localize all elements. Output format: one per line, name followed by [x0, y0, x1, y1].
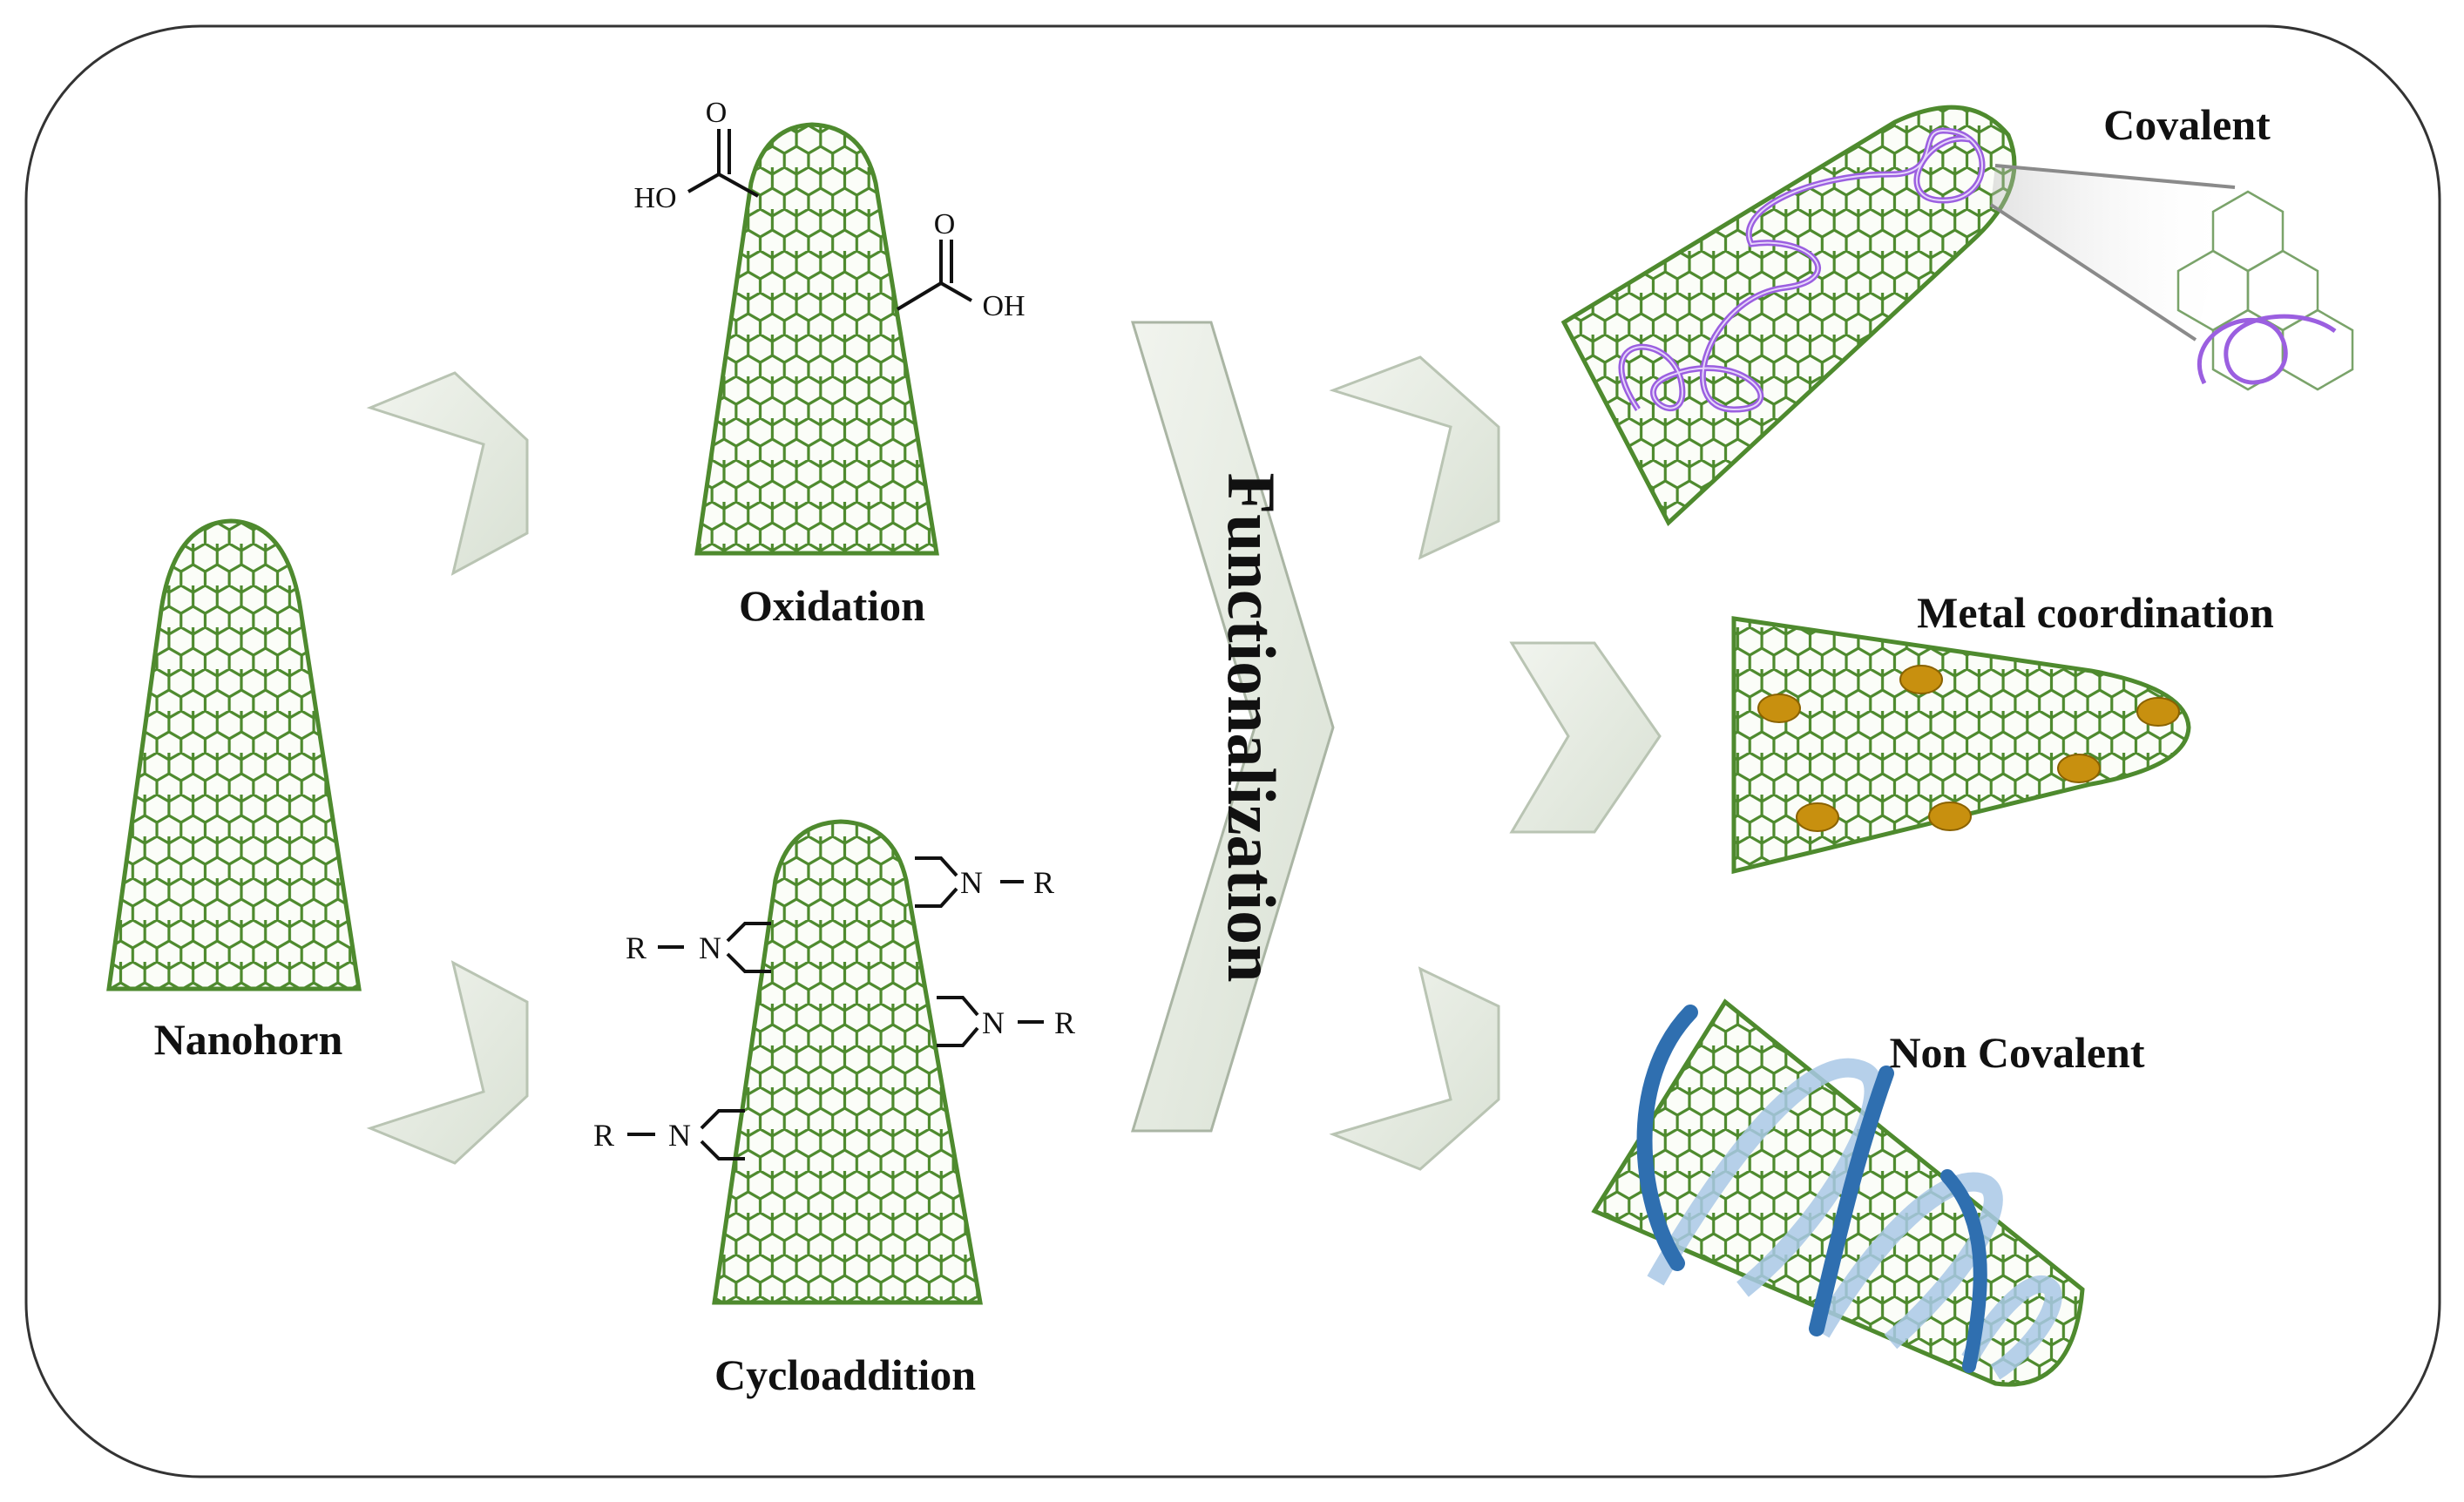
cycloaddition-cone [712, 819, 983, 1305]
metal-coordination-cone [1731, 616, 2191, 875]
pyrrolidine-group-2 [658, 922, 771, 973]
pyrrolidine-4-R: R [593, 1118, 614, 1153]
chevron-arrow-bottom-right [1329, 966, 1500, 1171]
non-covalent-bands [1636, 1005, 2062, 1380]
pyrrolidine-group-3 [937, 996, 1044, 1047]
covalent-zoom-line-1 [1994, 164, 2236, 189]
pyrrolidine-2-N: N [699, 930, 721, 965]
label-oxidation: Oxidation [739, 581, 925, 630]
pyrrolidine-group-1 [915, 856, 1024, 908]
label-metal-coordination: Metal coordination [1917, 588, 2274, 637]
label-non-covalent: Non Covalent [1889, 1028, 2144, 1077]
metal-ion [1928, 802, 1972, 831]
pyrrolidine-3-N: N [982, 1005, 1005, 1040]
oxidation-cone [694, 122, 939, 556]
label-nanohorn: Nanohorn [154, 1015, 343, 1064]
wrap-band-light [1961, 1275, 2062, 1380]
carboxyl-group-2 [896, 240, 972, 311]
covalent-zoom-line-2 [1989, 203, 2197, 342]
covalent-cone [1560, 105, 2017, 527]
nanohorn-cone [106, 518, 362, 991]
pyrrolidine-1-R: R [1033, 865, 1054, 900]
covalent-hexagon-cluster [2176, 190, 2354, 391]
chevron-arrow-top-right [1329, 355, 1500, 560]
carboxyl-2-OH: OH [982, 290, 1025, 322]
chevron-arrow-middle-right [1509, 641, 1662, 834]
pyrrolidine-3-R: R [1054, 1005, 1075, 1040]
metal-ion [2057, 754, 2101, 783]
metal-ion [1757, 693, 1801, 723]
wrap-band-light [1647, 1058, 1884, 1297]
functionalization-chevron [1130, 321, 1335, 1133]
metal-ion [1899, 665, 1943, 694]
chevron-arrow-bottom-left [366, 960, 529, 1165]
metal-ion [1796, 802, 1839, 832]
metal-ions [1757, 665, 2180, 832]
pyrrolidine-group-4 [627, 1109, 745, 1160]
label-cycloaddition: Cycloaddition [714, 1350, 976, 1399]
label-covalent: Covalent [2103, 100, 2271, 149]
carboxyl-group-1 [687, 129, 759, 198]
pyrrolidine-2-R: R [626, 930, 646, 965]
carboxyl-1-HO: HO [633, 182, 676, 214]
covalent-polymer-chain-outline [1620, 129, 1983, 411]
carboxyl-2-O: O [934, 208, 956, 240]
chevron-arrow-top-left [366, 371, 529, 576]
wrap-band-light [1812, 1172, 2003, 1350]
carboxyl-1-O: O [706, 97, 728, 129]
wrap-band-dark [1809, 1066, 1894, 1336]
wrap-band-dark [1636, 1005, 1698, 1271]
label-functionalization: Functionalization [1214, 472, 1290, 982]
metal-ion [2136, 697, 2180, 727]
wrap-band-dark [1940, 1169, 1987, 1373]
covalent-zoom-polymer [2197, 314, 2337, 385]
pyrrolidine-1-N: N [960, 865, 983, 900]
pyrrolidine-4-N: N [668, 1118, 691, 1153]
covalent-zoom-shadow [1991, 166, 2235, 340]
